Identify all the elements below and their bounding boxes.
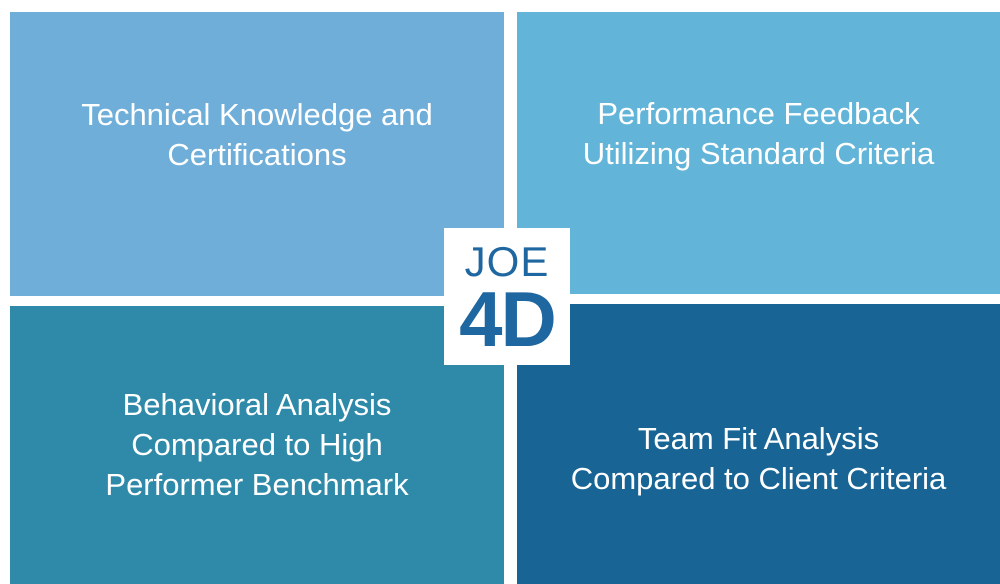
- quadrant-technical-knowledge: Technical Knowledge and Certifications: [10, 12, 504, 296]
- quadrant-label: Team Fit Analysis Compared to Client Cri…: [570, 420, 947, 496]
- quadrant-performance-feedback: Performance Feedback Utilizing Standard …: [517, 12, 1000, 294]
- quadrant-label: Performance Feedback Utilizing Standard …: [582, 95, 935, 171]
- joe-4d-logo: JOE 4D: [444, 228, 570, 365]
- quadrant-behavioral-analysis: Behavioral Analysis Compared to High Per…: [10, 306, 504, 584]
- quadrant-label: Behavioral Analysis Compared to High Per…: [105, 386, 409, 503]
- quadrant-label: Technical Knowledge and Certifications: [81, 96, 433, 172]
- logo-text-joe: JOE: [464, 238, 550, 285]
- quadrant-team-fit-analysis: Team Fit Analysis Compared to Client Cri…: [517, 304, 1000, 584]
- logo-text-4d: 4D: [459, 275, 557, 363]
